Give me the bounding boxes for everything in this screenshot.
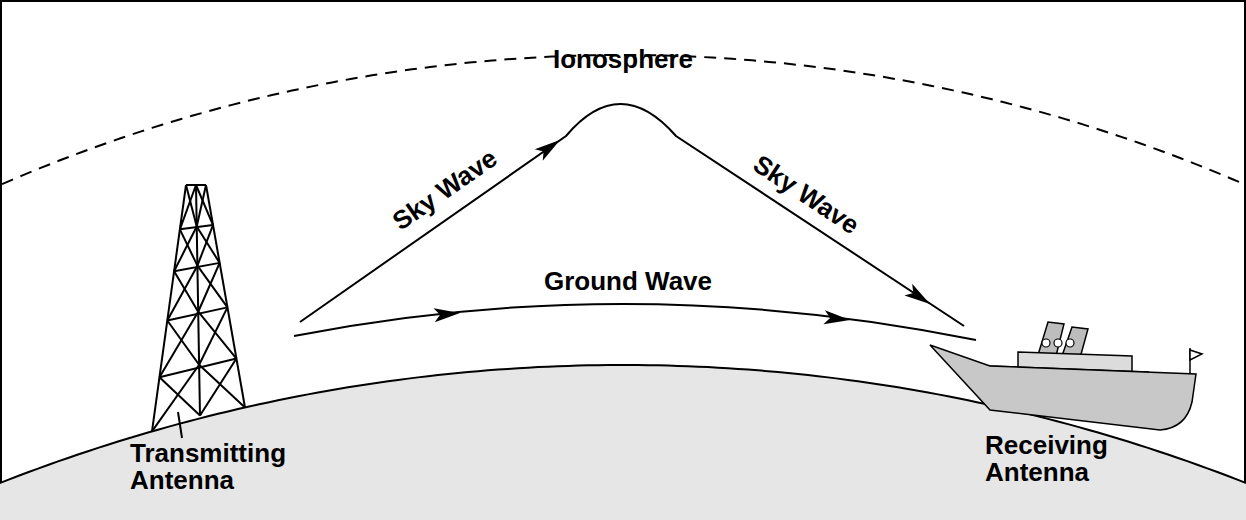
ionosphere-line (2, 55, 1242, 184)
wave-paths (294, 104, 976, 340)
porthole (1054, 339, 1062, 347)
tower-brace (198, 312, 236, 359)
ship-hull (930, 345, 1196, 430)
tower-brace (152, 365, 199, 432)
tower-brace (180, 185, 196, 229)
tower-brace (167, 321, 199, 365)
arrowhead (823, 310, 850, 327)
tower-brace (197, 266, 227, 308)
ship-funnel (1038, 322, 1064, 356)
tower-brace (200, 359, 236, 416)
tower-brace (159, 312, 198, 377)
tower-brace (186, 185, 197, 226)
tower-brace (199, 365, 245, 408)
tower-brace (174, 226, 197, 271)
tower-leg (152, 185, 186, 431)
sky-wave-path (300, 104, 964, 326)
arrowhead (433, 306, 460, 322)
ground-wave-path (294, 304, 976, 340)
ionosphere-label: Ionosphere (553, 46, 693, 73)
tower-brace (180, 229, 198, 265)
porthole (1066, 339, 1074, 347)
tower-brace (159, 377, 200, 415)
tower-brace (197, 226, 220, 262)
wave-label: Ground Wave (544, 268, 712, 295)
arrowhead (904, 284, 933, 310)
tower-brace (199, 307, 227, 364)
porthole (1042, 339, 1050, 347)
antenna-label: Receiving Antenna (985, 432, 1175, 487)
tower-brace (174, 271, 198, 311)
arrowhead (535, 134, 564, 160)
ionosphere-layer (2, 55, 1242, 184)
leader-line (178, 412, 182, 438)
ship-flag (1190, 350, 1202, 360)
antenna-label: Transmitting Antenna (130, 440, 320, 495)
tower-brace (196, 185, 213, 225)
ship (930, 322, 1202, 430)
antenna-tower (152, 185, 245, 438)
tower-brace (167, 266, 197, 321)
